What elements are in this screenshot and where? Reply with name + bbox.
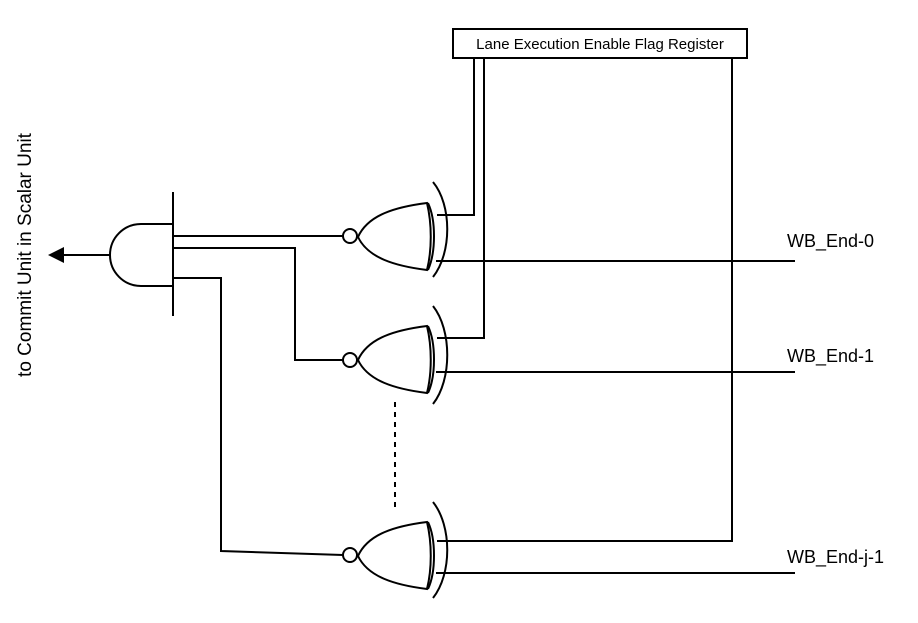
xnor-gate-1-back-arc: [432, 305, 449, 405]
xnor-gate-j-1-inverter-bubble: [342, 547, 358, 563]
wb-end-j-1-label: WB_End-j-1: [787, 547, 884, 568]
register-wire-0: [437, 58, 475, 216]
xnor-gate-j-1-back-arc: [432, 501, 449, 599]
xnor-gate-0: [342, 181, 449, 278]
xnor-gate-1: [342, 305, 449, 405]
output-destination-label: to Commit Unit in Scalar Unit: [15, 132, 36, 377]
xnor-j-1-output-wire: [173, 277, 344, 556]
wb-end-input-wires: [436, 260, 795, 574]
xnor-gate-0-back-arc: [432, 181, 449, 278]
and-gate: [109, 192, 174, 316]
xnor-gate-0-inner-arc: [427, 202, 435, 271]
xnor-1-output-wire: [173, 247, 343, 361]
xnor-to-and-wires: [173, 235, 344, 556]
register-label: Lane Execution Enable Flag Register: [476, 36, 724, 53]
wb-end-0-label: WB_End-0: [787, 231, 874, 252]
register-wire-j-1: [437, 58, 733, 542]
xnor-gate-j-1: [342, 501, 449, 599]
xnor-gate-1-inverter-bubble: [342, 352, 358, 368]
xnor-gate-1-inner-arc: [427, 325, 435, 394]
register-wire-1: [437, 58, 485, 339]
xnor-gate-0-body: [356, 201, 432, 272]
lane-execution-enable-flag-register: Lane Execution Enable Flag Register: [452, 28, 748, 59]
and-gate-body: [109, 223, 174, 287]
arrow-head-icon: [48, 247, 64, 263]
register-output-wires: [437, 58, 733, 542]
xnor-gate-1-body: [356, 324, 432, 395]
register-box: [452, 28, 748, 59]
and-gate-output-arrow: [48, 247, 110, 263]
xnor-gate-0-inverter-bubble: [342, 228, 358, 244]
wb-end-1-label: WB_End-1: [787, 346, 874, 367]
xnor-gate-j-1-inner-arc: [427, 521, 435, 590]
xnor-gate-j-1-body: [356, 520, 432, 591]
